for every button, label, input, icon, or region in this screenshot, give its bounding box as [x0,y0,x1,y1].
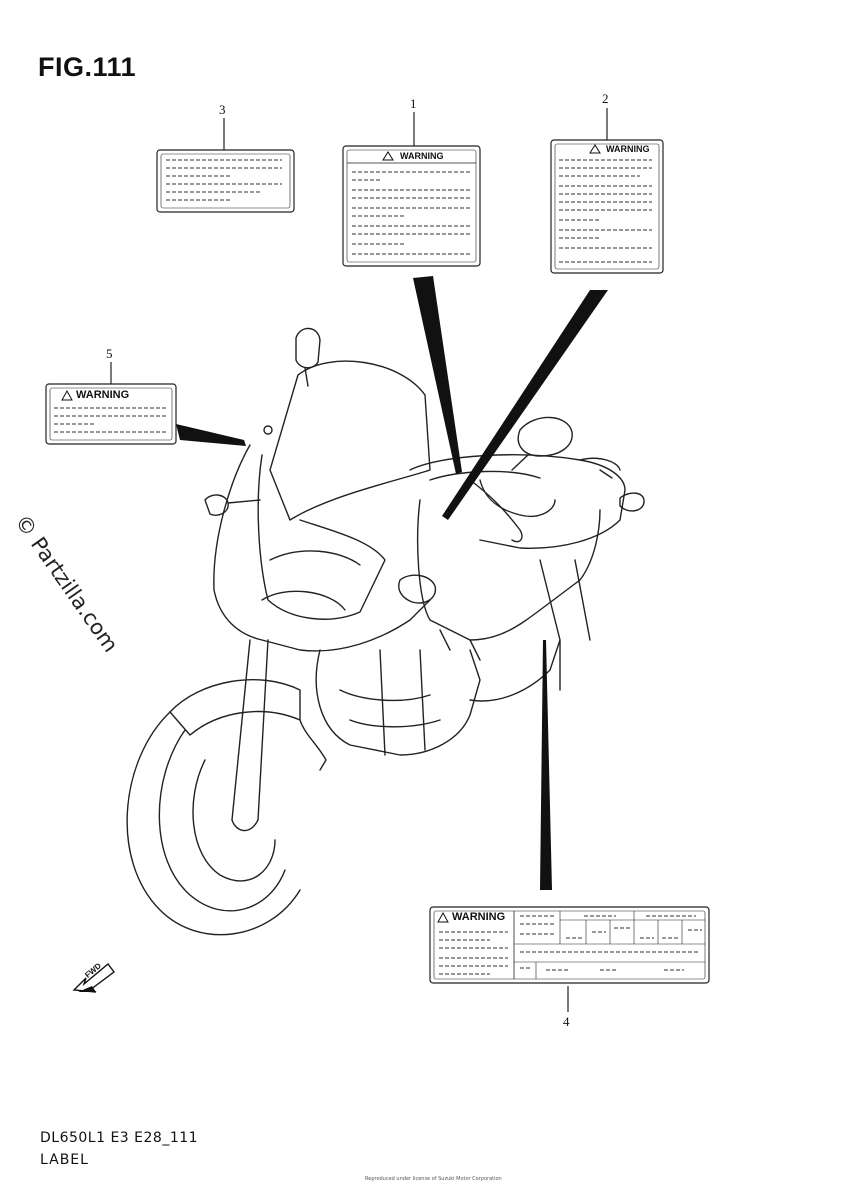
label-5-sticker [45,383,177,445]
label-5-warning-icon [61,389,73,401]
callout-ticks [110,108,608,1012]
label-3-text-lines [166,159,282,201]
label-2-heading: WARNING [606,144,650,154]
front-direction-arrow [72,962,115,993]
label-2-warning-icon [589,144,601,154]
motorcycle-illustration [126,327,645,936]
label-5-text-lines [54,407,166,433]
leader-label-5 [176,424,246,446]
label-3-sticker [156,149,295,213]
leader-label-4 [540,640,552,890]
callout-number-3: 3 [219,102,226,117]
callout-number-5: 5 [106,346,113,361]
leader-lines [176,276,608,890]
callout-number-1: 1 [410,96,417,111]
label-4-heading: WARNING [452,911,506,923]
callout-number-4: 4 [563,1014,570,1029]
callout-number-2: 2 [602,91,609,106]
label-2-sticker [550,139,664,274]
label-1-warning-icon [382,151,394,161]
figure-title: FIG.111 [38,52,137,82]
label-4-sticker [429,906,710,984]
label-1-sticker [342,145,481,267]
leader-label-2 [442,290,608,520]
copyright-notice: Reproduced under license of Suzuki Motor… [365,1176,502,1182]
label-1-text-lines [352,171,470,255]
model-code: DL650L1 E3 E28_111 [40,1130,199,1146]
label-5-heading: WARNING [76,389,130,401]
label-4-warning-icon [437,911,449,923]
label-4-text-lines [439,915,702,975]
label-1-heading: WARNING [400,151,444,161]
label-2-text-lines [559,159,652,263]
leader-label-1 [413,276,462,474]
section-name: LABEL [40,1152,89,1168]
